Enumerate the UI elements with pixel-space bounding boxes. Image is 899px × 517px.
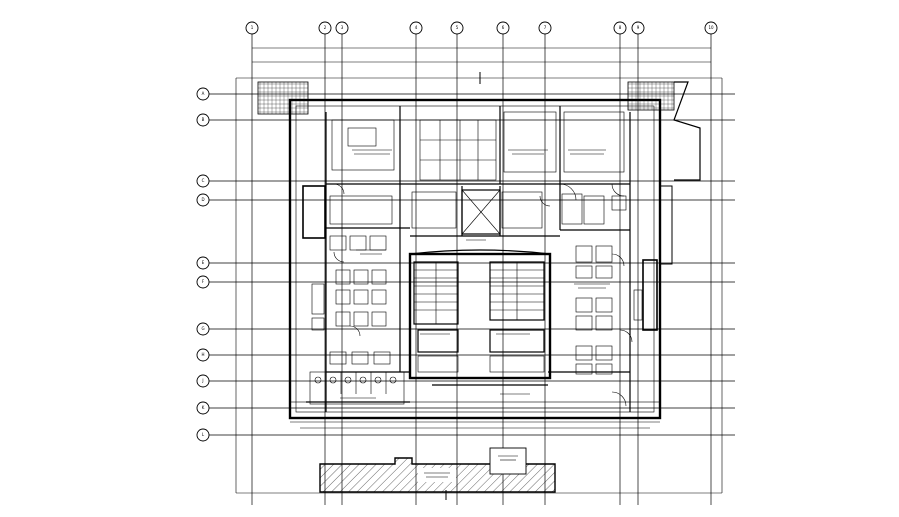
grid-bubble-row-j: J [196, 374, 210, 388]
grid-bubble-row-f: F [196, 275, 210, 289]
dimension-lines [235, 47, 723, 494]
grid-bubble-row-c: C [196, 174, 210, 188]
svg-text:4: 4 [415, 25, 418, 30]
svg-text:C: C [202, 178, 205, 183]
grid-bubble-row-d: D [196, 193, 210, 207]
grid-bubble-col-3: 3 [335, 21, 349, 35]
svg-text:8: 8 [619, 25, 622, 30]
grid-bubble-col-5: 5 [450, 21, 464, 35]
grid-bubble-col-8: 8 [613, 21, 627, 35]
svg-text:H: H [201, 352, 204, 357]
svg-text:K: K [202, 405, 205, 410]
meeting-rooms-top [329, 111, 625, 229]
svg-text:L: L [202, 432, 205, 437]
svg-text:J: J [201, 378, 203, 383]
grid-bubble-row-a: A [196, 87, 210, 101]
workstations-left [311, 235, 391, 365]
grid-bubble-col-9: 9 [631, 21, 645, 35]
svg-text:3: 3 [341, 25, 344, 30]
toilet-block [309, 371, 405, 405]
grid-bubble-row-b: B [196, 113, 210, 127]
grid-bubble-col-7: 7 [538, 21, 552, 35]
balcony-right [642, 259, 658, 331]
row-grid-bubbles: A B C D E F G H J K L [196, 87, 210, 442]
column-grid-bubbles: 1 2 3 4 5 6 7 8 9 10 [245, 21, 718, 35]
svg-text:5: 5 [456, 25, 459, 30]
grid-lines [209, 34, 735, 505]
bottom-facade [289, 401, 661, 429]
svg-text:A: A [202, 91, 205, 96]
elevator-shaft [461, 189, 501, 235]
podium-below [319, 447, 556, 493]
grid-bubble-col-10: 10 [704, 21, 718, 35]
terrace-top-left [257, 81, 309, 115]
grid-bubble-row-l: L [196, 428, 210, 442]
balcony-left [302, 185, 326, 239]
svg-text:B: B [202, 117, 205, 122]
service-core [408, 189, 552, 380]
balcony-right-top [659, 185, 673, 265]
grid-bubble-col-4: 4 [409, 21, 423, 35]
section-marker [445, 72, 481, 500]
interior-walls [306, 106, 631, 412]
svg-text:10: 10 [708, 25, 714, 30]
svg-text:9: 9 [637, 25, 640, 30]
workstations-right [575, 195, 643, 375]
grid-bubble-col-2: 2 [318, 21, 332, 35]
grid-bubble-row-h: H [196, 348, 210, 362]
svg-text:6: 6 [502, 25, 505, 30]
svg-text:7: 7 [544, 25, 547, 30]
terrace-edge-right [673, 81, 701, 181]
grid-bubble-row-e: E [196, 256, 210, 270]
svg-text:F: F [202, 279, 205, 284]
svg-text:E: E [202, 260, 205, 265]
room-label-marks [340, 149, 610, 399]
grid-bubble-row-k: K [196, 401, 210, 415]
grid-bubble-col-6: 6 [496, 21, 510, 35]
svg-text:2: 2 [324, 25, 327, 30]
terrace-top-right [627, 81, 675, 111]
door-swings [333, 183, 633, 407]
grid-bubble-col-1: 1 [245, 21, 259, 35]
svg-text:G: G [201, 326, 204, 331]
svg-text:D: D [201, 197, 204, 202]
grid-bubble-row-g: G [196, 322, 210, 336]
svg-text:1: 1 [251, 25, 254, 30]
building-envelope [288, 98, 673, 420]
